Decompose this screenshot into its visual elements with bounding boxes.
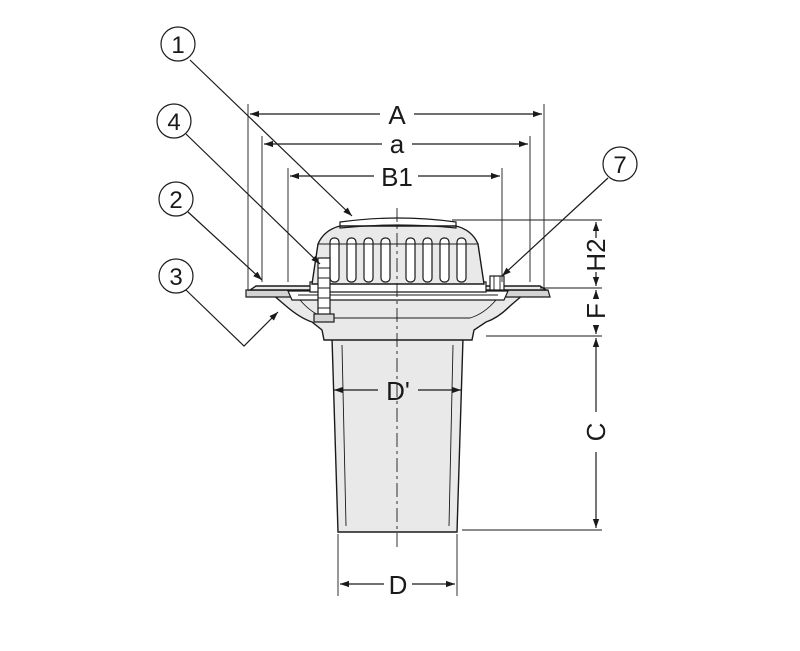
callout-label-4: 4 [167,109,180,136]
callout-1: 1 [160,26,353,217]
callout-label-1: 1 [171,32,184,59]
dimension-label-a: a [390,129,405,159]
clamping-bolt [313,257,335,323]
dimension-F: F [581,290,611,334]
callout-label-7: 7 [613,152,626,179]
callout-4: 4 [156,103,321,265]
dimension-B1: B1 [287,162,503,282]
callout-label-2: 2 [169,187,182,214]
drain-body [245,281,551,533]
callout-7: 7 [501,146,638,277]
dimension-D: D [337,534,458,600]
dimension-H2: H2 [581,222,611,286]
dome-strainer [311,217,485,285]
dimension-label-C: C [581,423,611,442]
dimension-label-D: D [389,570,408,600]
dimension-A: A [247,100,545,290]
bolt-head-right [489,275,505,291]
dimension-C: C [581,338,611,528]
callout-2: 2 [158,181,263,281]
dimension-label-D-inner: D' [386,376,410,406]
dimension-a: a [261,129,531,282]
dimension-label-A: A [388,100,406,130]
dimension-vertical-extensions [452,219,602,531]
callout-3: 3 [158,258,279,347]
dimension-D-inner: D' [334,376,461,406]
callout-label-3: 3 [169,264,182,291]
dimension-label-B1: B1 [381,162,413,192]
dimension-label-H2: H2 [581,238,611,271]
dimension-label-F: F [581,303,611,319]
